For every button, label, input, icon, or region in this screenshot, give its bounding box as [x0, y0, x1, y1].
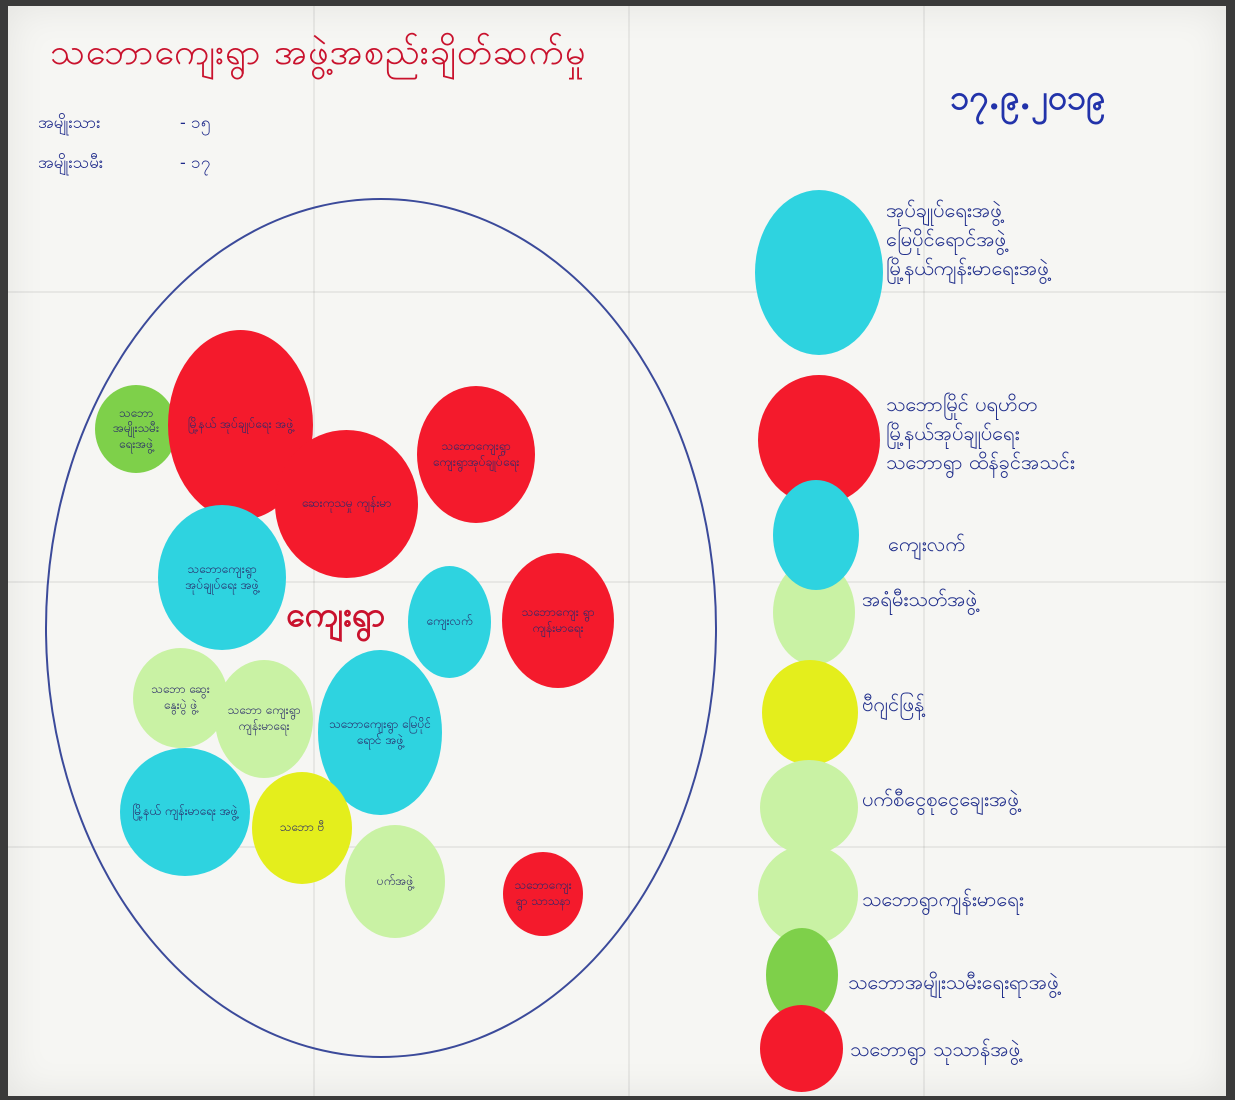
- inner-blob-land-group: သဘောကျေးရွာ မြေပိုင်ရောင် အဖွဲ့: [318, 650, 442, 815]
- legend-swatch-red-2: [760, 1005, 843, 1092]
- diagram-title: သဘောကျေးရွာ အဖွဲ့အစည်းချိတ်ဆက်မှု: [50, 32, 587, 73]
- blob-label: သဘော ကျေးရွာ ကျန်းမာရေး: [227, 703, 301, 733]
- blob-label: မြို့နယ် ကျန်းမာရေး အဖွဲ့: [132, 804, 238, 819]
- blob-label: မြို့နယ် အုပ်ချုပ်ရေး အဖွဲ့: [187, 417, 294, 432]
- blob-label: သဘော ဆွေး နွေးပွဲ ဖွဲ့: [151, 682, 210, 712]
- diagram-date: ၁၇.၉.၂၀၁၉: [950, 78, 1106, 118]
- male-label: အမျိုးသား: [38, 113, 101, 133]
- fold-line: [8, 291, 1226, 293]
- inner-blob-township-health: မြို့နယ် ကျန်းမာရေး အဖွဲ့: [120, 748, 250, 876]
- inner-blob-women-group: သဘော အမျိုးသမီး ရေးအဖွဲ့: [95, 385, 177, 473]
- inner-blob-village-committee: သဘောကျေးရွာ အုပ်ချုပ်ရေး အဖွဲ့: [158, 505, 286, 650]
- legend-swatch-rural-cyan: [773, 480, 859, 590]
- legend-label-savings: ပက်စီငွေစုငွေချေးအဖွဲ့: [862, 787, 1019, 811]
- female-count: - ၁၇: [180, 153, 211, 173]
- female-label: အမျိုးသမီး: [38, 153, 104, 173]
- inner-blob-rural: ကျေးလက်: [408, 566, 491, 678]
- legend-swatch-yellow: [762, 660, 858, 765]
- legend-label-women-group: သဘောအမျိုးသမီးရေးရာအဖွဲ့: [848, 970, 1059, 994]
- legend-swatch-light-green-2: [760, 760, 858, 855]
- blob-label: သဘော အမျိုးသမီး ရေးအဖွဲ့: [112, 405, 160, 451]
- blob-label: သဘောကျေးရွာ အုပ်ချုပ်ရေး အဖွဲ့: [185, 561, 259, 592]
- blob-label: သဘောကျေးရွာ ကျေးရွာအုပ်ချုပ်ရေး: [432, 438, 520, 469]
- center-village-label: ကျေးရွာ: [286, 595, 386, 635]
- legend-label-village-health: သဘောရွာကျန်းမာရေး: [862, 887, 1024, 911]
- blob-label: ကျေးလက်: [426, 614, 473, 629]
- legend-label-rural: ကျေးလက်: [888, 532, 965, 556]
- blob-label: ဆေးကုသမှု ကျန်းမာ: [301, 496, 392, 511]
- legend-label-red: သဘောမြိုင် ပရဟိတ မြို့နယ်အုပ်ချုပ်ရေး သဘ…: [886, 392, 1075, 474]
- inner-blob-discussion-group: သဘော ဆွေး နွေးပွဲ ဖွဲ့: [133, 648, 228, 748]
- blob-label: သဘောကျေး ရွာ ကျန်းမာရေး: [521, 604, 595, 635]
- blob-label: သဘော ဗီ: [279, 820, 325, 835]
- inner-blob-village-health-green: သဘော ကျေးရွာ ကျန်းမာရေး: [215, 660, 313, 778]
- legend-label-fire-brigade: အရံမီးသတ်အဖွဲ့: [862, 587, 977, 611]
- blob-label: သဘောကျေးရွာ မြေပိုင်ရောင် အဖွဲ့: [328, 716, 432, 747]
- inner-blob-vgene: သဘော ဗီ: [252, 772, 352, 884]
- inner-blob-village-admin: သဘောကျေးရွာ ကျေးရွာအုပ်ချုပ်ရေး: [417, 386, 535, 523]
- legend-label-cemetery: သဘောရွာ သုသာန်အဖွဲ့: [850, 1037, 1020, 1061]
- inner-blob-religious: သဘောကျေး ရွာ သာသနာ: [503, 852, 583, 936]
- inner-blob-pact-group: ပက်အဖွဲ့: [345, 825, 445, 938]
- inner-blob-health-treatment: ဆေးကုသမှု ကျန်းမာ: [275, 430, 418, 578]
- fold-line: [923, 6, 925, 1096]
- blob-label: သဘောကျေး ရွာ သာသနာ: [514, 878, 572, 908]
- legend-label-cyan: အုပ်ချုပ်ရေးအဖွဲ့ မြေပိုင်ရောင်အဖွဲ့ မြိ…: [886, 198, 1049, 280]
- blob-label: ပက်အဖွဲ့: [376, 873, 414, 888]
- inner-blob-village-health: သဘောကျေး ရွာ ကျန်းမာရေး: [502, 553, 614, 688]
- male-count: - ၁၅: [180, 113, 211, 133]
- legend-swatch-cyan: [755, 190, 883, 355]
- legend-label-vgene: ဗီဂျင်ဖြန့်: [862, 692, 925, 716]
- village-boundary-circle: [45, 198, 717, 1058]
